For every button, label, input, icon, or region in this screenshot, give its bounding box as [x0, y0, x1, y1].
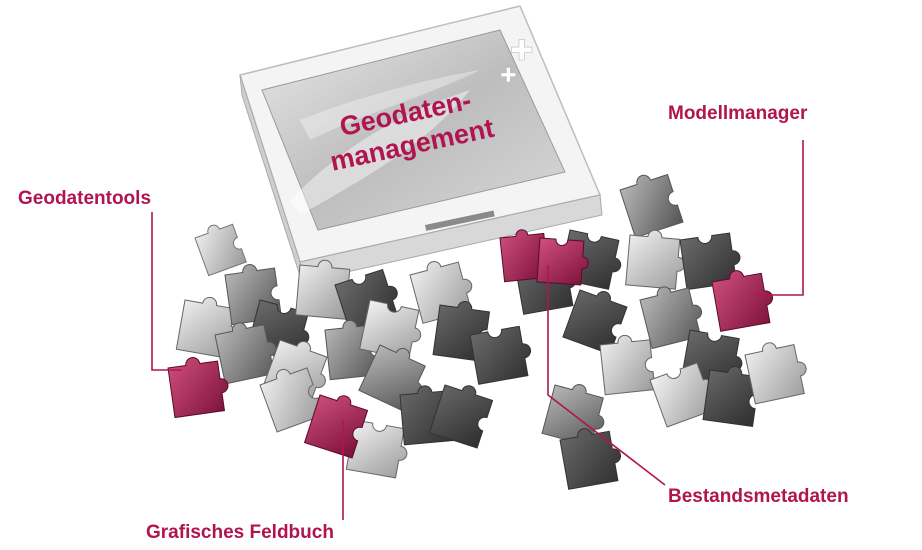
leader-line-geodatentools — [151, 212, 182, 371]
puzzle-piece — [469, 325, 532, 385]
puzzle-piece — [599, 334, 656, 396]
puzzle-piece — [559, 428, 622, 490]
puzzle-piece — [639, 286, 703, 350]
puzzle-piece — [194, 223, 247, 277]
puzzle-pieces — [175, 173, 807, 490]
puzzle-piece — [259, 367, 325, 433]
puzzle-piece — [679, 232, 741, 291]
puzzle-piece-geodatentools — [167, 357, 229, 419]
puzzle-piece — [562, 289, 628, 355]
highlighted-pieces — [167, 229, 774, 459]
leader-line-bestandsmetadaten — [547, 265, 666, 486]
leader-lines — [151, 140, 804, 520]
puzzle-box: ✚ ✚ Geodaten- management — [239, 5, 603, 283]
puzzle-piece — [359, 299, 422, 360]
puzzle-piece-modellmanager — [711, 270, 774, 332]
puzzle-piece — [214, 322, 277, 385]
puzzle-piece — [744, 342, 807, 405]
label-bestandsmetadaten: Bestandsmetadaten — [668, 486, 849, 507]
label-grafisches-feldbuch: Grafisches Feldbuch — [146, 522, 334, 543]
label-geodatentools: Geodatentools — [18, 188, 152, 209]
svg-text:✚: ✚ — [500, 63, 517, 87]
puzzle-piece-grafisches-feldbuch — [303, 394, 369, 459]
puzzle-piece-bestandsmetadaten-b — [536, 237, 589, 286]
puzzle-piece — [619, 173, 684, 239]
puzzle-piece — [345, 419, 408, 479]
leader-line-modellmanager — [755, 140, 804, 296]
svg-text:✚: ✚ — [510, 34, 533, 67]
puzzle-piece — [625, 229, 686, 290]
label-modellmanager: Modellmanager — [668, 103, 808, 124]
puzzle-piece — [428, 384, 494, 449]
